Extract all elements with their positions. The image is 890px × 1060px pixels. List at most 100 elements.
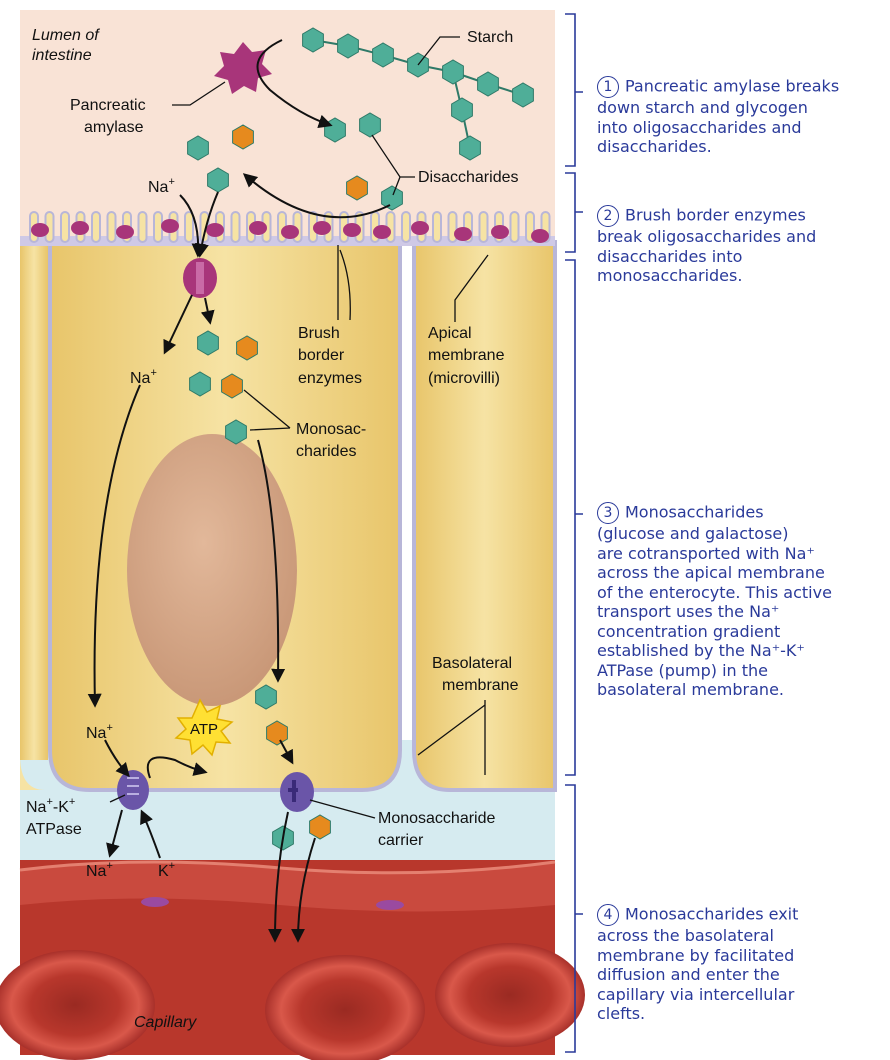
- brush-border-label: Brush: [298, 325, 340, 342]
- glucose-molecule: [225, 419, 247, 445]
- na-k-atpase-label: ATPase: [26, 821, 82, 838]
- microvillus: [137, 211, 148, 243]
- microvilli: [29, 211, 551, 243]
- transport-arrows: [87, 39, 391, 943]
- starch-chain: [302, 27, 534, 161]
- carrier-label: carrier: [378, 832, 424, 849]
- microvillus: [478, 211, 489, 243]
- monosaccharides-label: charides: [296, 443, 356, 460]
- microvillus: [401, 211, 411, 243]
- apical-membrane-label: Apical: [428, 325, 472, 342]
- sodium-label-top: Na+: [148, 176, 175, 196]
- brush-border-enzyme-icon: [249, 221, 267, 235]
- enterocytes: [20, 236, 557, 792]
- microvillus: [153, 211, 163, 243]
- galactose-molecule: [232, 124, 254, 150]
- galactose-molecule: [221, 373, 243, 399]
- glucose-molecule: [381, 185, 403, 211]
- step-number: 4: [597, 904, 619, 926]
- leader-lines: [109, 36, 489, 819]
- glucose-molecule: [189, 371, 211, 397]
- galactose-molecule: [309, 814, 331, 840]
- lumen-label: intestine: [32, 47, 92, 64]
- microvillus: [432, 211, 442, 243]
- brush-border-enzyme-icon: [531, 229, 549, 243]
- starch-glucose-unit: [477, 71, 499, 97]
- red-blood-cell: [435, 943, 585, 1047]
- monosaccharide-carrier-icon: [280, 772, 314, 812]
- microvillus: [184, 211, 194, 243]
- brush-border-enzyme-icon: [31, 223, 49, 237]
- brush-border-label: border: [298, 347, 345, 364]
- microvillus: [91, 211, 101, 243]
- capillary: [0, 860, 585, 1060]
- na-k-atpase-icon: [117, 770, 149, 810]
- step-number: 2: [597, 205, 619, 227]
- brush-border-enzyme-icon: [161, 219, 179, 233]
- basolateral-membrane-label: Basolateral: [432, 655, 512, 672]
- starch-glucose-unit: [512, 82, 534, 108]
- brush-border-enzyme-icon: [343, 223, 361, 237]
- microvillus: [509, 211, 520, 243]
- brush-border-enzyme-icon: [116, 225, 134, 239]
- brush-border-enzyme-icon: [491, 225, 509, 239]
- step-number: 3: [597, 502, 619, 524]
- capillary-label: Capillary: [134, 1014, 197, 1031]
- glucose-molecule: [187, 135, 209, 161]
- brush-border-enzyme-icon: [411, 221, 429, 235]
- microvillus: [106, 211, 117, 243]
- apical-membrane-label: membrane: [428, 347, 505, 364]
- brush-border-enzyme-icon: [71, 221, 89, 235]
- glucose-molecule: [255, 684, 277, 710]
- sodium-label-mid: Na+: [130, 367, 157, 387]
- glucose-molecule: [197, 330, 219, 356]
- brush-border-label: enzymes: [298, 370, 362, 387]
- step-brackets: [565, 13, 583, 1053]
- microvillus: [60, 211, 70, 243]
- red-blood-cell: [0, 950, 155, 1060]
- atp-burst-icon: ATP: [174, 698, 234, 757]
- microvillus: [230, 211, 241, 243]
- na-k-atpase-label: Na+-K+: [26, 796, 75, 816]
- monosaccharides-label: Monosac-: [296, 421, 366, 438]
- sodium-label-low: Na+: [86, 722, 113, 742]
- brush-border-enzyme-icon: [313, 221, 331, 235]
- lumen-label: Lumen of: [32, 27, 100, 44]
- starch-glucose-unit: [442, 59, 464, 85]
- galactose-molecule: [236, 335, 258, 361]
- enterocyte-right: [412, 240, 557, 792]
- endothelial-nucleus: [376, 900, 404, 910]
- apical-membrane-label: (microvilli): [428, 370, 500, 387]
- amylase-label: Pancreatic: [70, 97, 146, 114]
- sodium-label-bottom: Na+: [86, 860, 113, 880]
- brush-border-enzyme-icon: [206, 223, 224, 237]
- diagram-labels: Lumen of intestine Starch Pancreatic amy…: [26, 27, 519, 1031]
- na-glucose-cotransporter-icon: [183, 258, 217, 298]
- amylase-label: amylase: [84, 119, 144, 136]
- galactose-molecule: [266, 720, 288, 746]
- pancreatic-amylase-icon: [214, 42, 272, 94]
- red-blood-cell: [265, 955, 425, 1060]
- glucose-molecule: [359, 112, 381, 138]
- brush-border-enzyme-icon: [281, 225, 299, 239]
- brush-border-enzyme-icon: [454, 227, 472, 241]
- starch-label: Starch: [467, 29, 513, 46]
- galactose-molecule: [346, 175, 368, 201]
- starch-glucose-unit: [337, 33, 359, 59]
- atp-label: ATP: [190, 721, 218, 738]
- starch-glucose-unit: [451, 97, 473, 123]
- potassium-label: K+: [158, 860, 175, 880]
- brush-border-enzyme-icon: [373, 225, 391, 239]
- starch-glucose-unit: [302, 27, 324, 53]
- starch-glucose-unit: [372, 42, 394, 68]
- step-number: 1: [597, 76, 619, 98]
- basolateral-membrane-label: membrane: [442, 677, 519, 694]
- starch-glucose-unit: [459, 135, 481, 161]
- endothelial-nucleus: [141, 897, 169, 907]
- carrier-label: Monosaccharide: [378, 810, 496, 827]
